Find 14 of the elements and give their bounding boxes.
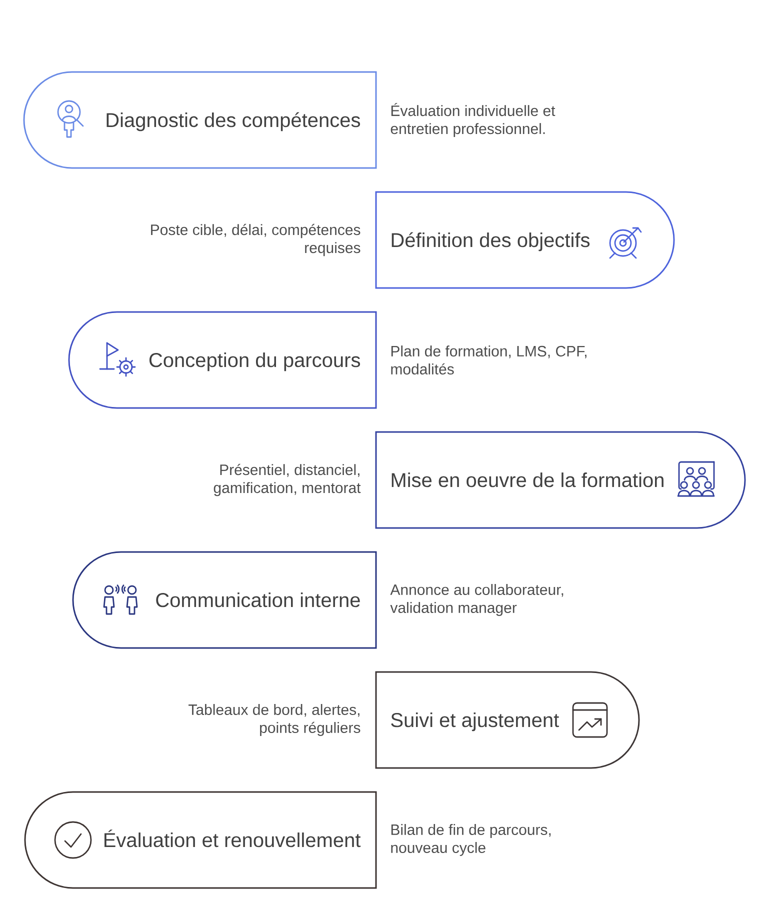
process-box: Évaluation et renouvellement <box>24 791 377 889</box>
description-text: Plan de formation, LMS, CPF, modalités <box>391 345 586 374</box>
process-box: Définition des objectifs <box>375 191 675 289</box>
description-text: Tableaux de bord, alertes, points réguliers <box>188 704 360 736</box>
description-text: Poste cible, délai, compétences requises <box>151 224 360 256</box>
description-text: Bilan de fin de parcours, nouveau cycle <box>391 824 551 856</box>
description-text: Présentiel, distanciel, gamification, mentorat <box>214 464 361 496</box>
description-text: Annonce au collaborateur, validation manager <box>390 584 564 616</box>
process-box: Communication interne <box>72 551 377 649</box>
process-box: Conception du parcours <box>68 311 377 409</box>
description-text: Évaluation individuelle et entretien professionnel. <box>390 102 556 138</box>
process-box: Suivi et ajustement <box>375 671 640 769</box>
process-box: Diagnostic des compétences <box>23 71 377 169</box>
process-box: Mise en oeuvre de la formation <box>375 431 746 529</box>
